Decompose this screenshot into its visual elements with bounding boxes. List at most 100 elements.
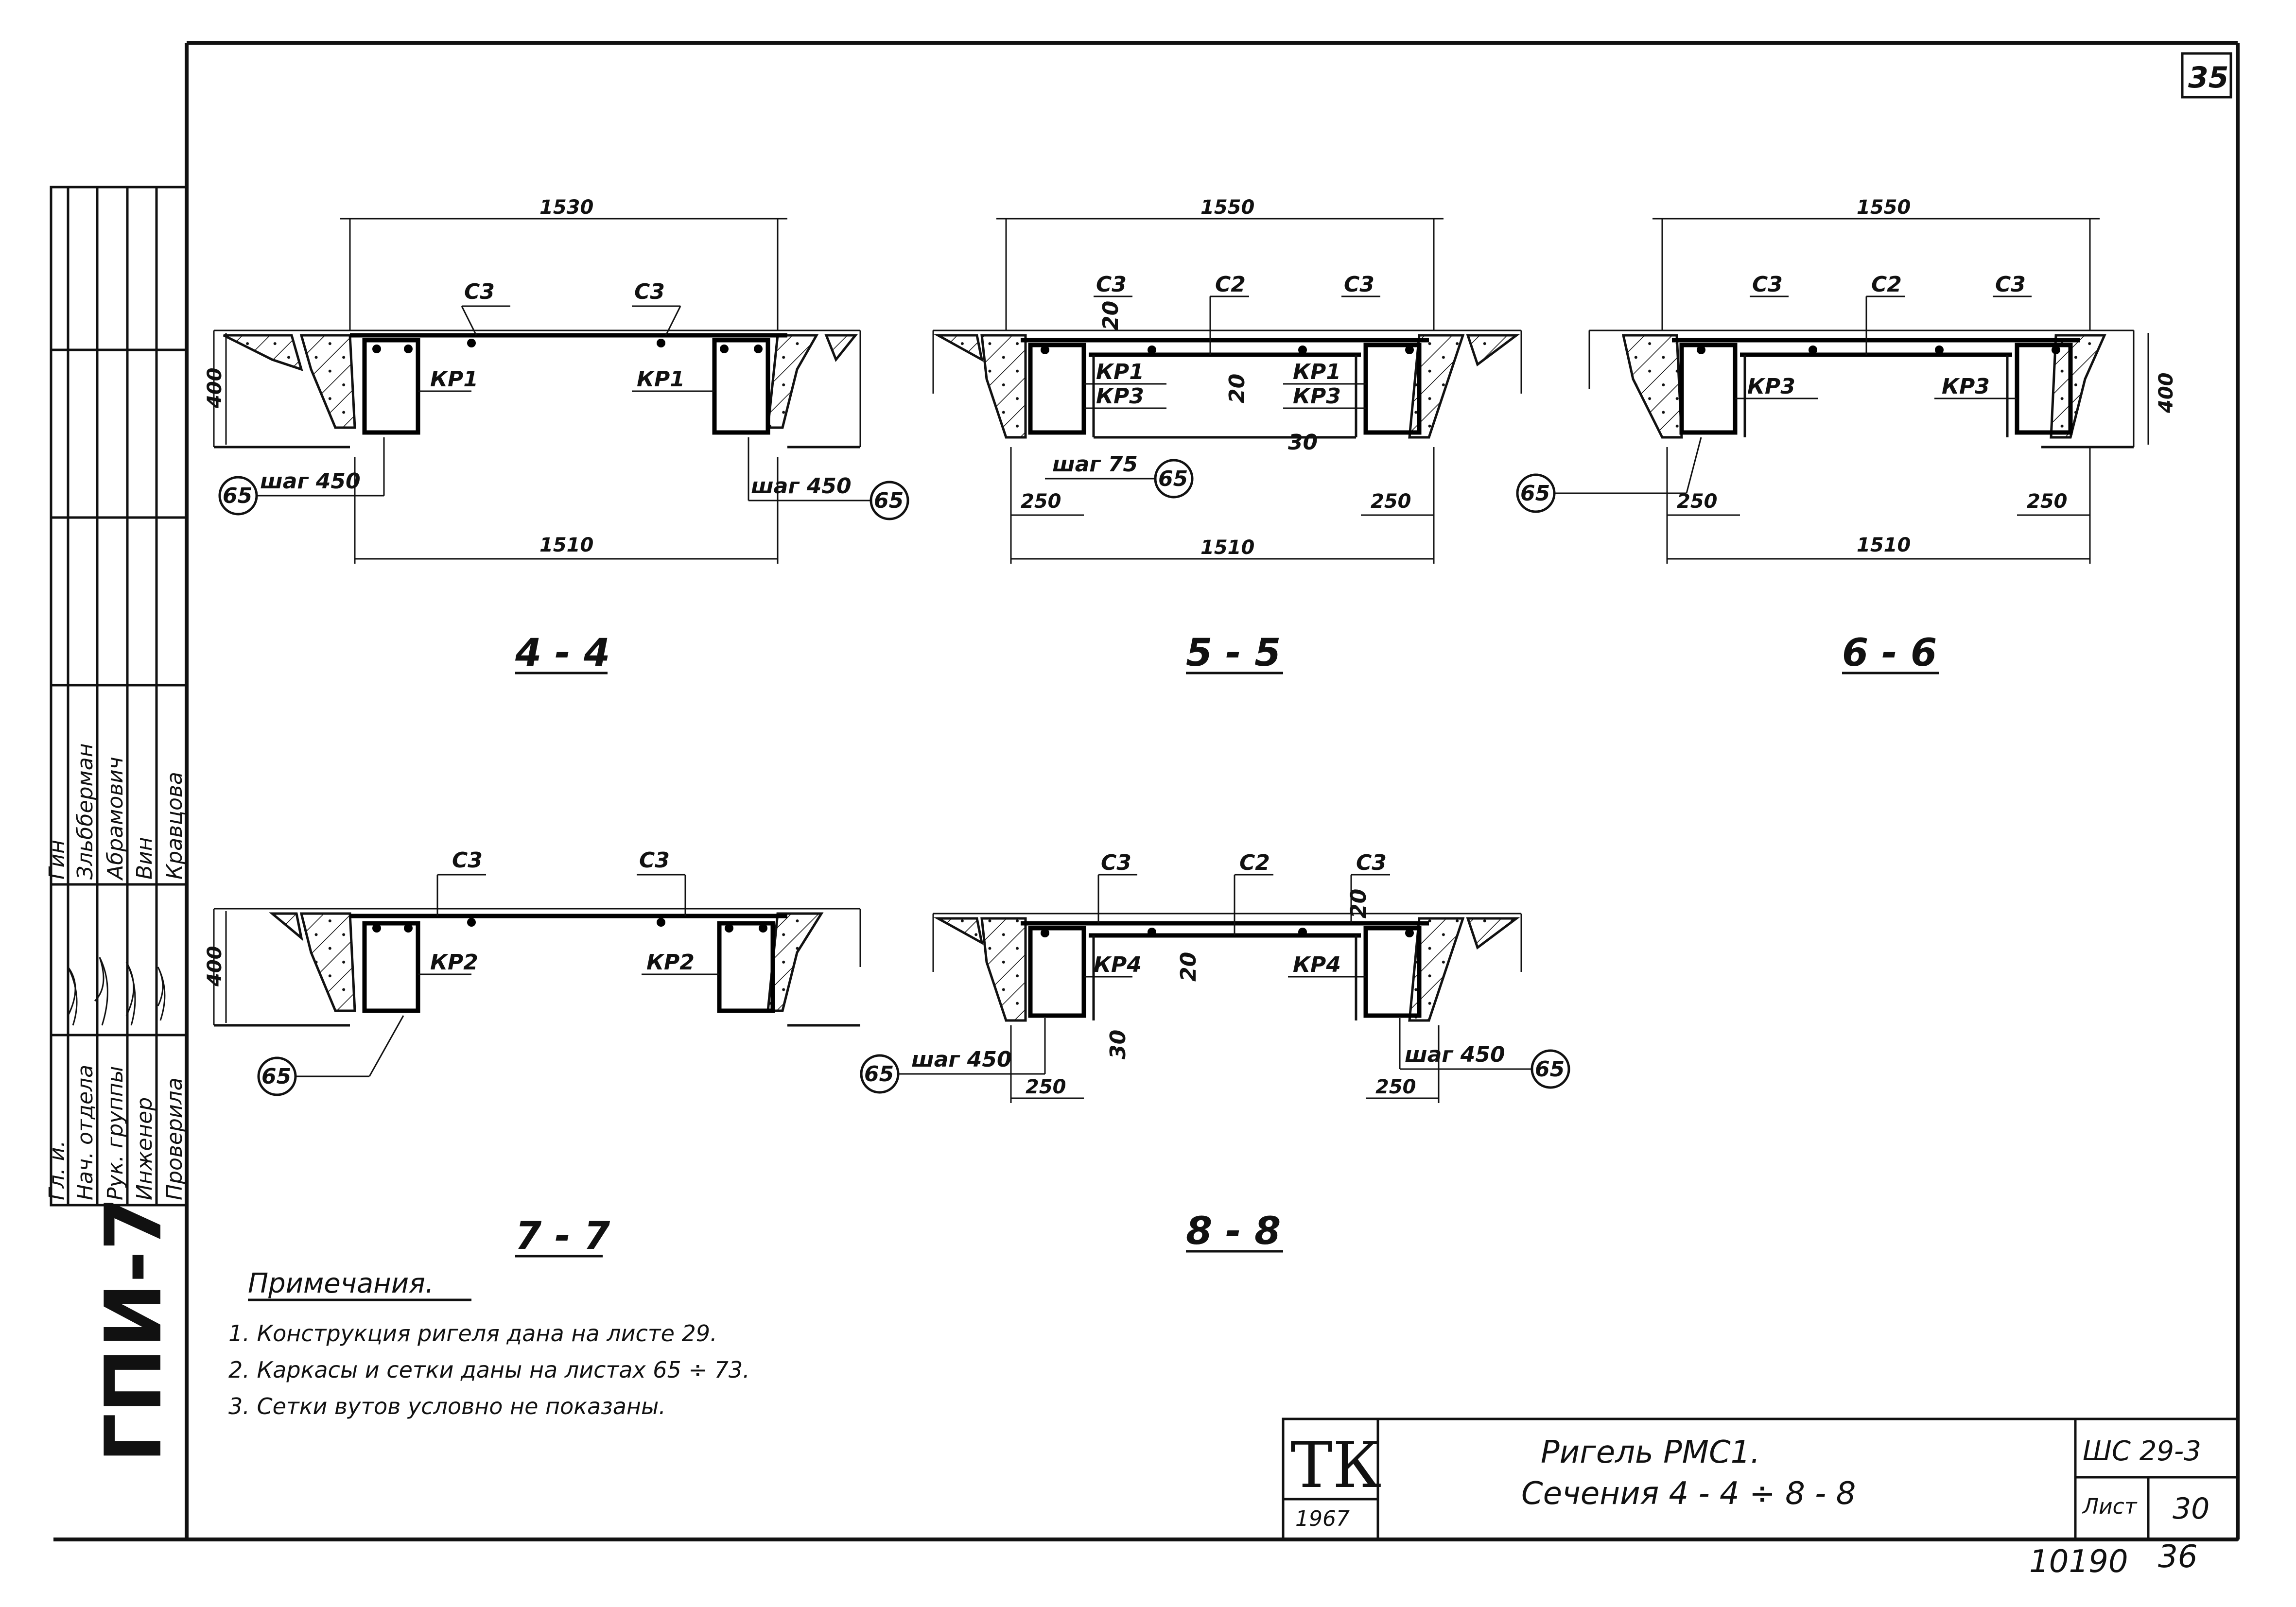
- bottom-ref: 10190: [2029, 1544, 2128, 1580]
- section-7-7: 400 С3 С3 КР2 КР2 65 7 - 7: [204, 848, 861, 1258]
- label-8-8-kr4-right: КР4: [1293, 952, 1341, 977]
- label-7-7-kr2-left: КР2: [430, 950, 478, 975]
- note-3: 3. Сетки вутов условно не показаны.: [228, 1393, 666, 1419]
- label-7-7-c3-left: С3: [452, 848, 483, 873]
- callout-4-4-left: 65: [223, 484, 252, 508]
- role-3: Рук. группы: [103, 1066, 128, 1200]
- label-5-5-20b: 20: [1225, 374, 1250, 403]
- year: 1967: [1295, 1506, 1350, 1531]
- label-8-8-20b: 20: [1176, 952, 1201, 982]
- label-5-5-c2: С2: [1215, 272, 1246, 297]
- dim-6-6-height: 400: [2155, 373, 2177, 414]
- dim-5-5-right: 250: [1371, 490, 1411, 513]
- section-4-4: 1530 400 1510 С3 С3 КР1 КР1 65 шаг 450 6…: [204, 196, 909, 675]
- label-4-4-c3-right: С3: [634, 279, 665, 304]
- dim-6-6-right: 250: [2027, 490, 2068, 513]
- name-5: Кравцова: [162, 772, 187, 880]
- name-1: Гин: [45, 840, 70, 880]
- notes-heading: Примечания.: [248, 1268, 434, 1299]
- dim-4-4-bottom: 1510: [539, 534, 593, 556]
- title-block: ТК 1967 Ригель РМС1. Сечения 4 - 4 ÷ 8 -…: [1282, 1417, 2239, 1541]
- approval-block: Гл. и. Нач. отдела Рук. группы Инженер П…: [45, 186, 188, 1207]
- label-6-6-c2: С2: [1871, 272, 1902, 297]
- corner-number: 35: [2188, 61, 2229, 95]
- title-7-7: 7 - 7: [515, 1214, 610, 1258]
- dim-6-6-left: 250: [1677, 490, 1718, 513]
- label-5-5-c3-left: С3: [1096, 272, 1127, 297]
- callout-6-6: 65: [1520, 481, 1550, 506]
- title-5-5: 5 - 5: [1186, 631, 1281, 675]
- name-2: Зльбберман: [73, 743, 98, 880]
- dim-5-5-bottom: 1510: [1200, 536, 1254, 559]
- dim-5-5-top: 1550: [1200, 196, 1254, 219]
- callout-5-5: 65: [1158, 467, 1188, 491]
- dim-7-7-height: 400: [204, 946, 226, 987]
- label-6-6-kr3-right: КР3: [1942, 374, 1990, 399]
- title-8-8: 8 - 8: [1186, 1210, 1281, 1253]
- label-5-5-step: шаг 75: [1052, 452, 1138, 477]
- dim-8-8-right: 250: [1375, 1076, 1416, 1098]
- label-6-6-c3-left: С3: [1752, 272, 1783, 297]
- dim-6-6-top: 1550: [1857, 196, 1911, 219]
- dim-4-4-height: 400: [204, 368, 226, 409]
- label-7-7-kr2-right: КР2: [646, 950, 695, 975]
- title-line-1: Ригель РМС1.: [1541, 1434, 1760, 1470]
- callout-8-8-right: 65: [1535, 1057, 1565, 1082]
- sheet-label: Лист: [2082, 1494, 2138, 1519]
- section-6-6: 1550 400 1510 250 250 С3 С2 С3 КР3 КР3 6…: [1516, 196, 2177, 675]
- label-8-8-c2: С2: [1239, 850, 1270, 875]
- label-4-4-step-left: шаг 450: [260, 469, 361, 494]
- notes: Примечания. 1. Конструкция ригеля дана н…: [228, 1268, 750, 1419]
- label-5-5-kr3-left: КР3: [1096, 384, 1144, 409]
- callout-4-4-right: 65: [874, 488, 904, 513]
- label-4-4-step-right: шаг 450: [751, 474, 852, 499]
- label-8-8-c3-right: С3: [1356, 850, 1387, 875]
- sheet-frame: [53, 41, 2240, 1541]
- section-8-8: 250 250 С3 С2 С3 КР4 КР4 65 шаг 450 65 ш…: [860, 850, 1570, 1253]
- label-8-8-20a: 20: [1346, 889, 1371, 918]
- dim-5-5-left: 250: [1021, 490, 1061, 513]
- label-7-7-c3-right: С3: [639, 848, 670, 873]
- label-8-8-kr4-left: КР4: [1094, 952, 1142, 977]
- signatures: [67, 957, 166, 1026]
- label-8-8-step-right: шаг 450: [1405, 1042, 1505, 1067]
- dim-6-6-bottom: 1510: [1857, 534, 1911, 556]
- label-5-5-kr3-right: КР3: [1293, 384, 1341, 409]
- label-4-4-c3-left: С3: [464, 279, 495, 304]
- callout-7-7: 65: [261, 1064, 291, 1089]
- label-5-5-30: 30: [1288, 430, 1318, 455]
- label-5-5-kr1-left: КР1: [1096, 360, 1144, 384]
- label-5-5-c3-right: С3: [1344, 272, 1374, 297]
- label-8-8-c3-left: С3: [1101, 850, 1131, 875]
- label-4-4-kr1-right: КР1: [637, 367, 685, 392]
- title-4-4: 4 - 4: [515, 631, 610, 675]
- label-4-4-kr1-left: КР1: [430, 367, 478, 392]
- dim-8-8-left: 250: [1026, 1076, 1066, 1098]
- org-mark: ГПИ-7: [88, 1197, 179, 1463]
- label-8-8-30: 30: [1106, 1030, 1131, 1059]
- logo: ТК: [1290, 1428, 1381, 1502]
- name-4: Вин: [132, 837, 157, 880]
- label-6-6-c3-right: С3: [1995, 272, 2026, 297]
- bottom-page: 36: [2158, 1539, 2197, 1575]
- note-1: 1. Конструкция ригеля дана на листе 29.: [228, 1320, 717, 1347]
- corner-number-box: 35: [2181, 52, 2232, 99]
- label-6-6-kr3-left: КР3: [1747, 374, 1795, 399]
- callout-8-8-left: 65: [864, 1062, 894, 1087]
- name-3: Абрамович: [103, 757, 128, 881]
- dim-4-4-top: 1530: [539, 196, 593, 219]
- series-code: ШС 29-3: [2083, 1435, 2201, 1467]
- note-2: 2. Каркасы и сетки даны на листах 65 ÷ 7…: [228, 1357, 750, 1383]
- label-8-8-step-left: шаг 450: [911, 1047, 1012, 1072]
- label-5-5-kr1-right: КР1: [1293, 360, 1341, 384]
- title-line-2: Сечения 4 - 4 ÷ 8 - 8: [1521, 1476, 1856, 1512]
- role-5: Проверила: [162, 1077, 187, 1200]
- section-5-5: 1550 1510 250 250 С3 С2 С3 КР1 КР3 КР1 К…: [932, 196, 1522, 675]
- role-1: Гл. и.: [45, 1140, 70, 1200]
- role-4: Инженер: [132, 1097, 157, 1200]
- title-6-6: 6 - 6: [1842, 631, 1937, 675]
- role-2: Нач. отдела: [73, 1065, 98, 1200]
- label-5-5-20a: 20: [1098, 301, 1123, 330]
- sheet-number: 30: [2173, 1492, 2209, 1526]
